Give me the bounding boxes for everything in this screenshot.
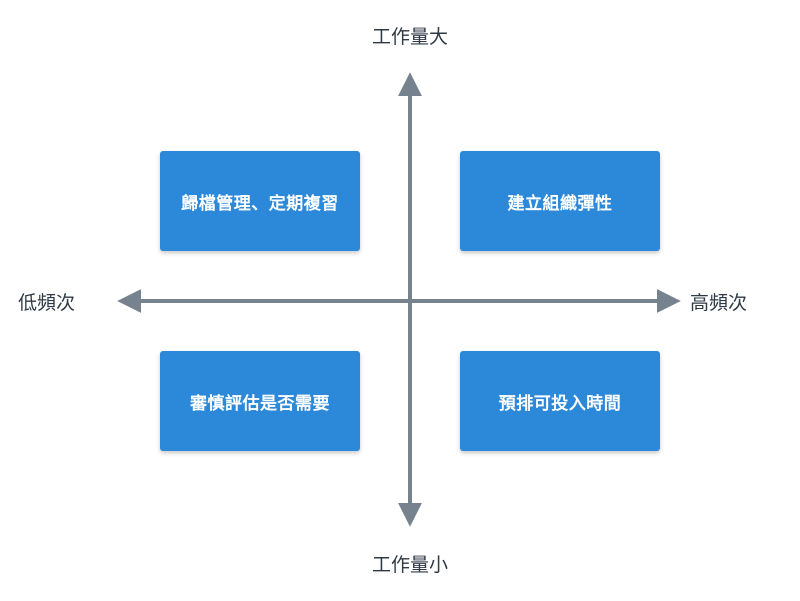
quadrant-top-right-label: 建立組織彈性 bbox=[507, 193, 613, 214]
axis-label-right: 高頻次 bbox=[690, 292, 748, 314]
axis-label-bottom: 工作量小 bbox=[371, 554, 448, 576]
quadrant-bottom-left-label: 審慎評估是否需要 bbox=[190, 393, 330, 414]
quadrant-bottom-left: 審慎評估是否需要 bbox=[160, 351, 360, 451]
axis-label-top: 工作量大 bbox=[371, 26, 448, 48]
quadrant-top-right: 建立組織彈性 bbox=[460, 151, 660, 251]
quadrant-bottom-right: 預排可投入時間 bbox=[460, 351, 660, 451]
quadrant-bottom-right-label: 預排可投入時間 bbox=[498, 393, 622, 414]
axis-label-left: 低頻次 bbox=[18, 292, 76, 314]
quadrant-top-left-label: 歸檔管理、定期複習 bbox=[181, 193, 339, 214]
quadrant-top-left: 歸檔管理、定期複習 bbox=[160, 151, 360, 251]
